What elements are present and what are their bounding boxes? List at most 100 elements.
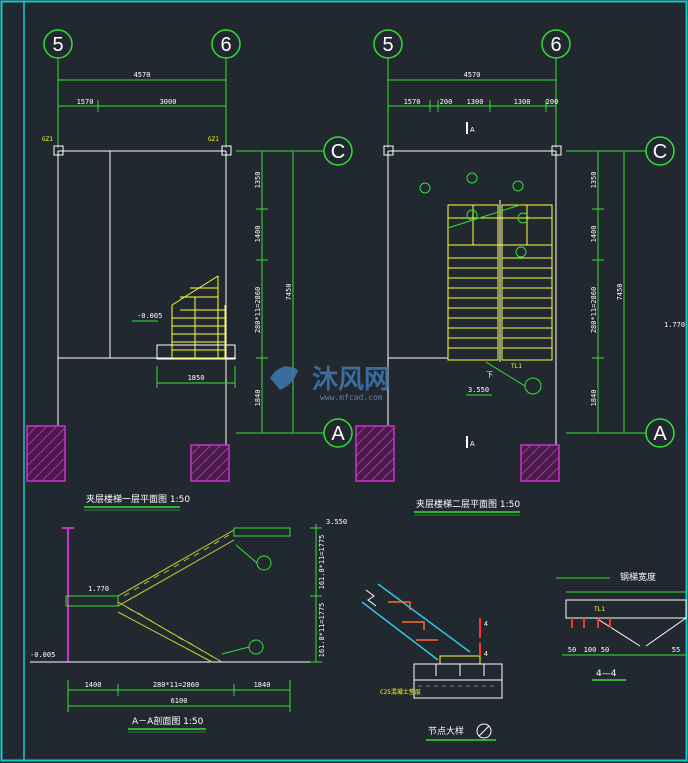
column-gz1-right bbox=[551, 145, 562, 156]
axis-label: 6 bbox=[220, 34, 231, 56]
axis-label: 5 bbox=[52, 34, 63, 56]
v-dim-total: 7450 bbox=[285, 284, 293, 301]
dim-e: 200 bbox=[546, 98, 559, 106]
dim-c: 1300 bbox=[467, 98, 484, 106]
v-dim-4: 1840 bbox=[254, 390, 262, 407]
v-dim-4: 1840 bbox=[590, 390, 598, 407]
v-dim-3: 280*11=2860 bbox=[254, 287, 262, 333]
column-gz1-left bbox=[383, 145, 394, 156]
v-dim-2: 1400 bbox=[254, 226, 262, 243]
plan-2: 5 6 C A 4570 1570 200 1300 bbox=[355, 29, 685, 516]
v-dim-2: 161.8*11=1775 bbox=[318, 603, 326, 658]
axis-label: C bbox=[331, 141, 345, 163]
dim-2: 100 bbox=[584, 646, 597, 654]
elev-bot: -0.005 bbox=[30, 651, 55, 659]
watermark-url: www.mfcad.com bbox=[320, 393, 383, 402]
tl-label: TL1 bbox=[594, 606, 605, 613]
watermark: 沐风网 www.mfcad.com bbox=[270, 365, 390, 402]
callouts bbox=[221, 544, 272, 655]
axis-label: A bbox=[653, 423, 667, 445]
grid-lines bbox=[57, 58, 324, 434]
elev-label: 3.550 bbox=[468, 386, 489, 394]
dim-total: 4570 bbox=[134, 71, 151, 79]
v-dim-1: 1350 bbox=[590, 172, 598, 189]
side-elev: 1.770 bbox=[664, 321, 685, 329]
elev-label: -0.005 bbox=[137, 312, 162, 320]
cut-tag: 4 bbox=[484, 621, 488, 628]
column-tag: GZ1 bbox=[42, 136, 53, 143]
dim-1: 50 bbox=[568, 646, 576, 654]
section-title: A－A剖面图 1:50 bbox=[132, 715, 204, 727]
dim-1: 1400 bbox=[85, 681, 102, 689]
dim-stair: 1850 bbox=[188, 374, 205, 382]
break-line bbox=[365, 589, 377, 607]
section-mark bbox=[466, 436, 468, 448]
dim-total: 6100 bbox=[171, 697, 188, 705]
v-dim-total: 7450 bbox=[616, 284, 624, 301]
landing-outline bbox=[156, 344, 236, 360]
foundation-label: C25混凝土垫层 bbox=[380, 688, 421, 696]
base-plate bbox=[439, 655, 481, 665]
stringer bbox=[361, 583, 471, 661]
landing bbox=[65, 595, 119, 607]
v-dim-3: 280*11=2860 bbox=[590, 287, 598, 333]
section-label: A bbox=[470, 127, 475, 134]
axis-label: 5 bbox=[382, 34, 393, 56]
dim-4: 55 bbox=[672, 646, 680, 654]
axis-label: A bbox=[331, 423, 345, 445]
upper-landing bbox=[233, 527, 291, 537]
watermark-brand: 沐风网 bbox=[312, 365, 390, 395]
hatched-column bbox=[520, 444, 560, 482]
column-tag: GZ1 bbox=[208, 136, 219, 143]
axis-label: C bbox=[653, 141, 667, 163]
column-gz1-right bbox=[221, 145, 232, 156]
detail-bubble bbox=[476, 723, 492, 739]
elev-top: 3.550 bbox=[326, 518, 347, 526]
section-44 bbox=[565, 599, 687, 647]
h-dim-lines bbox=[67, 680, 291, 712]
hatched-column bbox=[190, 444, 230, 482]
plan-1: 5 6 C A 4570 1570 3000 1350 1400 bbox=[26, 29, 353, 511]
section-aa: 3.550 161.8*11=1775 161.8*11=1775 1.770 … bbox=[30, 518, 347, 733]
v-dim-1: 1350 bbox=[254, 172, 262, 189]
dim-total: 4570 bbox=[464, 71, 481, 79]
node-detail: 4 4 C25混凝土垫层 节点大样 bbox=[361, 583, 503, 741]
dim-a: 1570 bbox=[77, 98, 94, 106]
axis-label: 6 bbox=[550, 34, 561, 56]
width-detail: 钢梯宽度 TL1 50 100 50 55 4—4 bbox=[556, 571, 687, 681]
hatched-column bbox=[355, 425, 395, 482]
dim-d: 1300 bbox=[514, 98, 531, 106]
section-label: A bbox=[470, 441, 475, 448]
v-dim-1: 161.8*11=1775 bbox=[318, 535, 326, 590]
cut-tag: 4 bbox=[484, 651, 488, 658]
dim-b: 3000 bbox=[160, 98, 177, 106]
hatched-column bbox=[26, 425, 66, 482]
section-44-title: 4—4 bbox=[596, 669, 617, 679]
tl-label: TL1 bbox=[511, 363, 522, 370]
column-gz1-left bbox=[53, 145, 64, 156]
dim-3: 1840 bbox=[254, 681, 271, 689]
dim-2: 280*11=2860 bbox=[153, 681, 199, 689]
detail-title: 钢梯宽度 bbox=[620, 571, 656, 583]
walls bbox=[387, 150, 557, 445]
detail-bubble-slash bbox=[478, 725, 490, 737]
plan1-title: 夹层楼梯一层平面图 1:50 bbox=[86, 493, 190, 505]
flight-lower bbox=[117, 601, 223, 663]
weld-marks bbox=[571, 618, 611, 628]
node-title: 节点大样 bbox=[428, 725, 464, 737]
walls bbox=[57, 150, 236, 445]
callouts bbox=[419, 172, 542, 395]
stair-run-plan1 bbox=[171, 275, 226, 359]
plan2-title: 夹层楼梯二层平面图 1:50 bbox=[416, 498, 520, 510]
down-label: 下 bbox=[486, 371, 493, 379]
dim-a: 1570 bbox=[404, 98, 421, 106]
flight-upper bbox=[117, 529, 235, 607]
watermark-logo-icon bbox=[270, 366, 298, 390]
foundation bbox=[413, 663, 503, 699]
elev-mid: 1.770 bbox=[88, 585, 109, 593]
dim-b: 200 bbox=[440, 98, 453, 106]
dim-3: 50 bbox=[601, 646, 609, 654]
